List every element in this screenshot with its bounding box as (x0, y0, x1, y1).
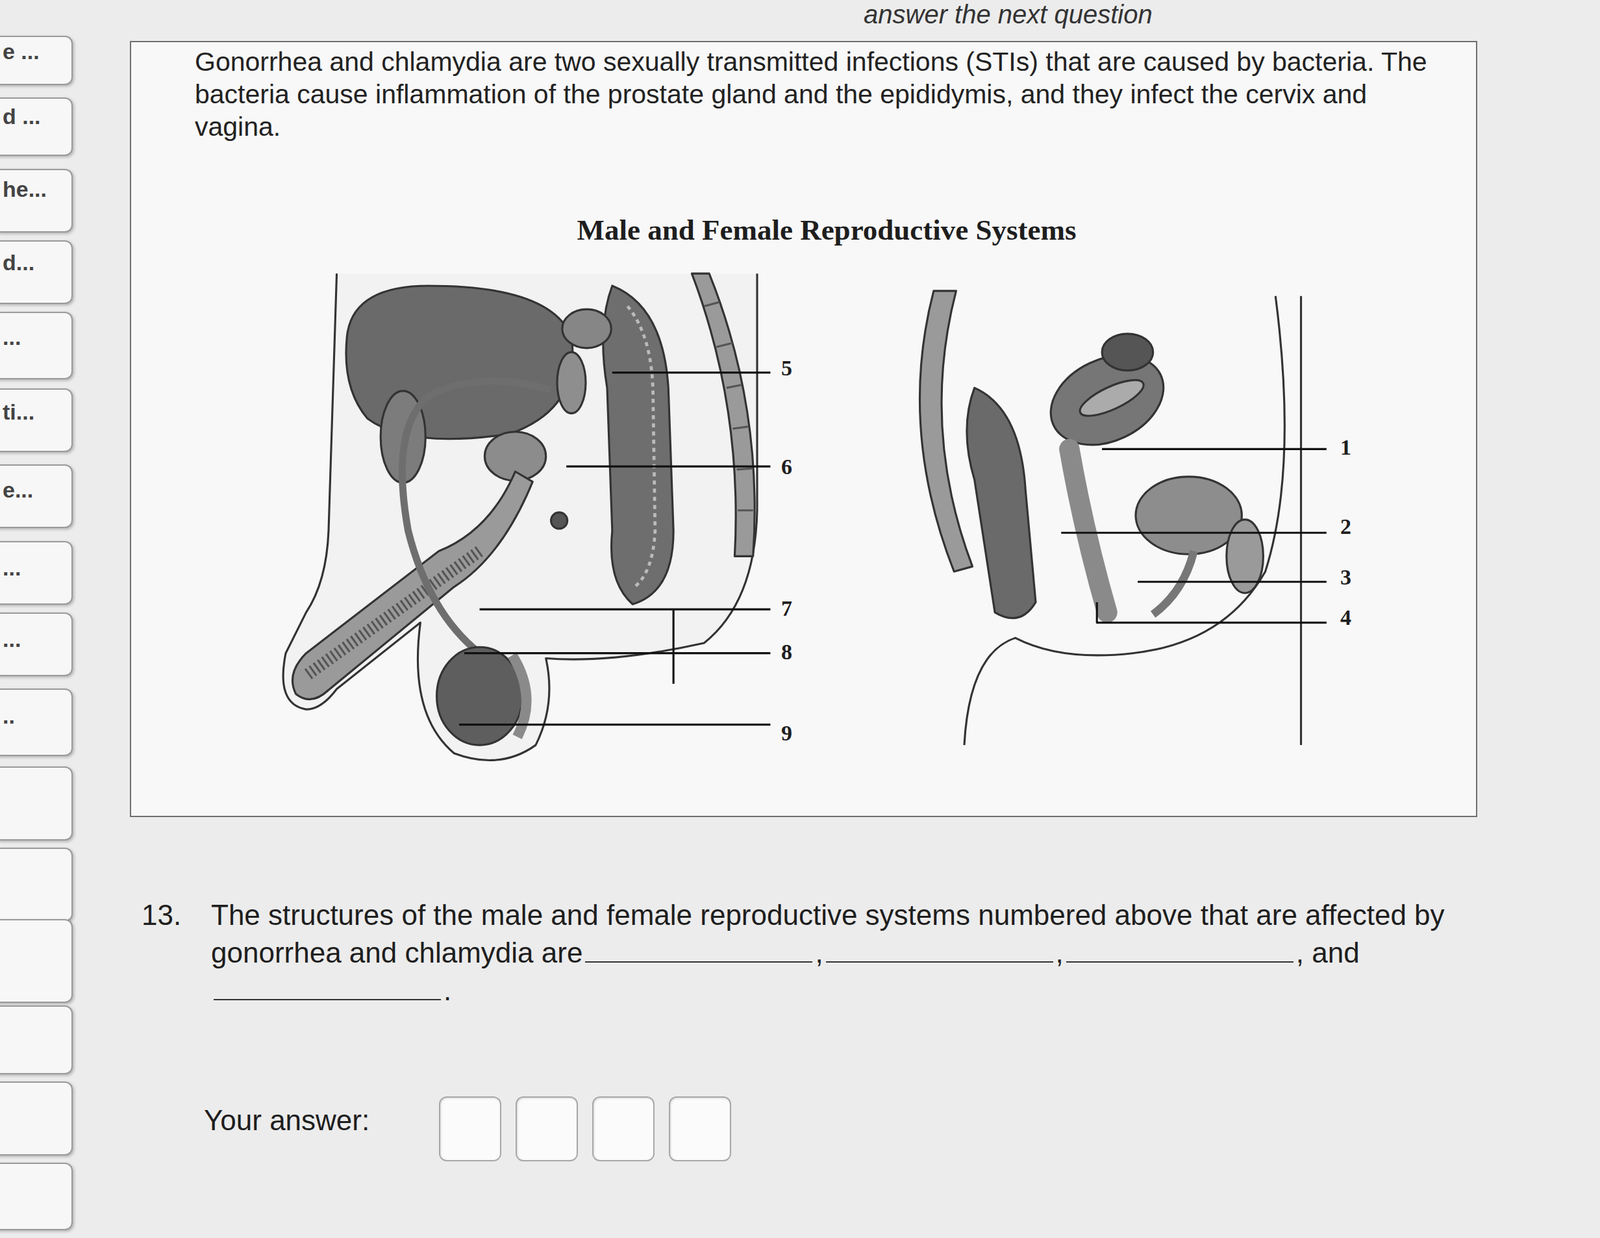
sidebar-label: ... (2, 555, 21, 581)
callout-number: 2 (1340, 514, 1352, 539)
sidebar-label: .. (2, 703, 15, 729)
callout-number: 4 (1340, 605, 1352, 630)
answer-box (515, 1096, 578, 1162)
header-text: answer the next question (863, 0, 1153, 30)
sidebar-tab (0, 1005, 73, 1075)
answer-blank (825, 941, 1054, 963)
callout-number: 8 (781, 639, 793, 665)
sidebar-tab (0, 847, 73, 922)
sidebar-label: d... (2, 250, 35, 276)
question-number: 13. (141, 896, 182, 934)
callout-number: 7 (781, 596, 793, 621)
punctuation: . (443, 974, 452, 1006)
sidebar-tab (0, 918, 73, 1003)
answer-blank (213, 979, 441, 1000)
answer-box (438, 1096, 502, 1162)
answer-blank (585, 941, 813, 963)
sidebar-label: d ... (2, 103, 41, 130)
sidebar-tab (0, 1081, 73, 1156)
callout-number: 3 (1340, 564, 1352, 590)
callout-number: 9 (781, 720, 793, 746)
figure-title: Male and Female Reproductive Systems (337, 212, 1316, 247)
callout-number: 1 (1340, 435, 1352, 460)
sidebar-tab (0, 766, 73, 841)
sidebar-label: ... (2, 324, 21, 350)
answer-blank (1066, 941, 1294, 963)
punctuation: , (814, 936, 823, 969)
callout-number: 6 (781, 454, 793, 480)
answer-box (592, 1096, 655, 1162)
question-text: The structures of the male and female re… (211, 896, 1478, 1010)
sidebar-label: ti... (2, 399, 35, 425)
punctuation: , (1055, 936, 1064, 969)
sidebar-tab (0, 1162, 73, 1230)
sidebar-label: ... (2, 626, 21, 652)
answer-prompt: Your answer: (203, 1103, 370, 1137)
question-text: The structures of the male and female re… (211, 898, 1445, 969)
callout-number: 5 (781, 355, 793, 381)
sidebar-label: e... (2, 477, 34, 503)
sidebar-label: e ... (2, 38, 40, 65)
intro-paragraph: Gonorrhea and chlamydia are two sexually… (194, 45, 1429, 143)
sidebar-label: he... (2, 176, 47, 202)
punctuation: , and (1296, 936, 1360, 969)
answer-box (668, 1096, 732, 1162)
